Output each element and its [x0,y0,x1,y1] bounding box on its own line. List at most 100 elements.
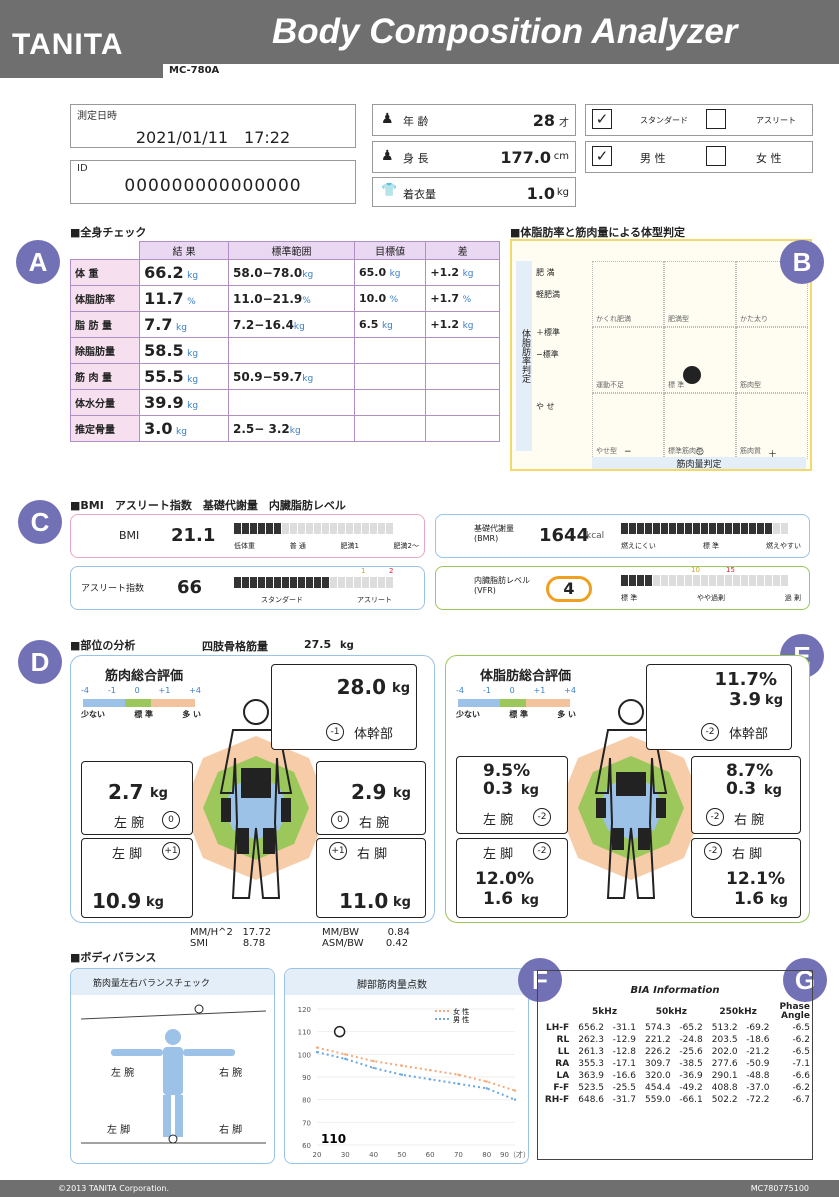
body-type-cell: 肥満型 [664,261,736,327]
data-point [344,1057,347,1061]
athlete-checkbox[interactable] [706,109,726,129]
vfr-panel: 内臓脂肪レベル (VFR) 4 10 15 標 準やや過剰過 剰 [435,566,810,610]
row-goal [353,337,427,364]
type-box: ✓ スタンダード アスリート [585,104,813,136]
athlete-label: アスリート指数 [81,584,145,594]
row-result: 58.5 kg [139,337,229,364]
fat-row-label: −標準 [536,350,559,359]
muscle-col-label: ○ [696,447,704,457]
right-arm-unit: kg [393,786,411,801]
row-diff [425,415,500,442]
id-box: ID 000000000000000 [70,160,356,204]
trunk-fat-pct: 11.7% [714,669,777,690]
model-number: MC-780A [163,64,839,78]
muscle-col-label: ＋ [768,450,778,460]
bmr-unit: kcal [586,531,605,541]
trunk-fat-box: 11.7% 3.9 kg -2 体幹部 [646,664,792,750]
x-tick-label: 70 [454,1151,463,1159]
muscle-axis-label: 筋肉量判定 [592,457,806,470]
col-goal: 目標値 [353,241,427,260]
female-label: 女 性 [756,152,782,165]
col-result: 結 果 [139,241,229,260]
fat-heading: 体脂肪総合評価 [480,669,572,684]
standard-checkbox[interactable]: ✓ [592,109,612,129]
x-tick-label: 90（才） [500,1150,530,1159]
col-range: 標準範囲 [228,241,355,260]
table-row: 除脂肪量 58.5 kg [69,337,500,364]
col-diff: 差 [425,241,500,260]
row-range: 7.2−16.4kg [228,311,355,338]
letter-c: C [18,500,62,544]
y-tick-label: 100 [298,1051,311,1059]
letter-g: G [783,958,827,1002]
y-tick-label: 90 [302,1074,311,1082]
row-range: 2.5− 3.2kg [228,415,355,442]
row-goal: 10.0 % [353,285,427,312]
row-result: 39.9 kg [139,389,229,416]
left-arm-fat-box: 9.5% 0.3 kg 左 腕 -2 [456,756,568,834]
right-leg-muscle-box: +1 右 脚 11.0 kg [316,838,426,918]
row-goal [353,363,427,390]
row-goal: 6.5 kg [353,311,427,338]
row-label: 脂 肪 量 [69,311,141,338]
page-title: Body Composition Analyzer [272,12,738,51]
right-arm-fat-pct: 8.7% [726,761,774,781]
left-leg-unit: kg [146,895,164,910]
bmi-value: 21.1 [171,525,216,546]
date-box: 測定日時 2021/01/11 17:22 [70,104,356,148]
left-leg-muscle-box: 左 脚 +1 10.9 kg [81,838,193,918]
row-label: 体 重 [69,259,141,286]
left-arm-fat-unit: kg [521,783,539,798]
fat-legend-words: 少ない標 準多 い [456,710,576,719]
left-leg-muscle-value: 10.9 [92,889,142,913]
clothes-value: 1.0 [526,184,555,203]
right-arm-muscle-value: 2.9 [351,780,387,804]
lr-balance-heading: 筋肉量左右バランスチェック [93,979,210,989]
section-b-title: ■体脂肪率と筋肉量による体型判定 [510,226,686,239]
athlete-panel: アスリート指数 66 1 2 スタンダードアスリート [70,566,425,610]
y-tick-label: 70 [302,1119,311,1127]
table-row: 体水分量 39.9 kg [69,389,500,416]
right-leg-fat-label: 右 脚 [732,847,763,862]
female-checkbox[interactable] [706,146,726,166]
shirt-icon: 👕 [381,183,398,198]
trunk-muscle-box: 28.0 kg -1 体幹部 [271,664,417,750]
result-marker [683,366,701,384]
age-label: 年 齢 [403,115,429,128]
x-tick-label: 20 [313,1151,322,1159]
height-value: 177.0 [500,148,551,167]
body-type-cell: 筋肉型 [736,327,808,393]
letter-a: A [16,240,60,284]
ratios-left: MM/H^2 17.72 SMI 8.78 [190,927,272,949]
row-goal: 65.0 kg [353,259,427,286]
table-row: 筋 肉 量 55.5 kg 50.9−59.7kg [69,363,500,390]
table-row: 脂 肪 量 7.7 kg 7.2−16.4kg 6.5 kg +1.2 kg [69,311,500,338]
leg-score-heading: 脚部筋肉量点数 [357,980,427,991]
balance-right-leg: 右 脚 [219,1125,243,1136]
trunk-label: 体幹部 [354,727,394,742]
left-arm-label: 左 腕 [114,816,145,831]
y-tick-label: 60 [302,1142,311,1150]
row-range [228,337,355,364]
vfr-value: 4 [546,576,592,602]
left-leg-fat-pct: 12.0% [475,869,534,889]
letter-b: B [780,240,824,284]
male-checkbox[interactable]: ✓ [592,146,612,166]
right-leg-muscle-value: 11.0 [339,889,389,913]
right-leg-unit: kg [393,895,411,910]
x-tick-label: 40 [369,1151,378,1159]
row-diff: +1.2 kg [425,259,500,286]
data-point [372,1059,375,1063]
data-point [428,1078,432,1081]
athlete-label: アスリート [756,116,796,125]
section-c-title: ■BMI アスリート指数 基礎代謝量 内臓脂肪レベル [70,499,346,512]
row-result: 7.7 kg [139,311,229,338]
data-point [315,1050,319,1054]
height-box: ♟ 身 長 177.0 cm [372,141,576,173]
